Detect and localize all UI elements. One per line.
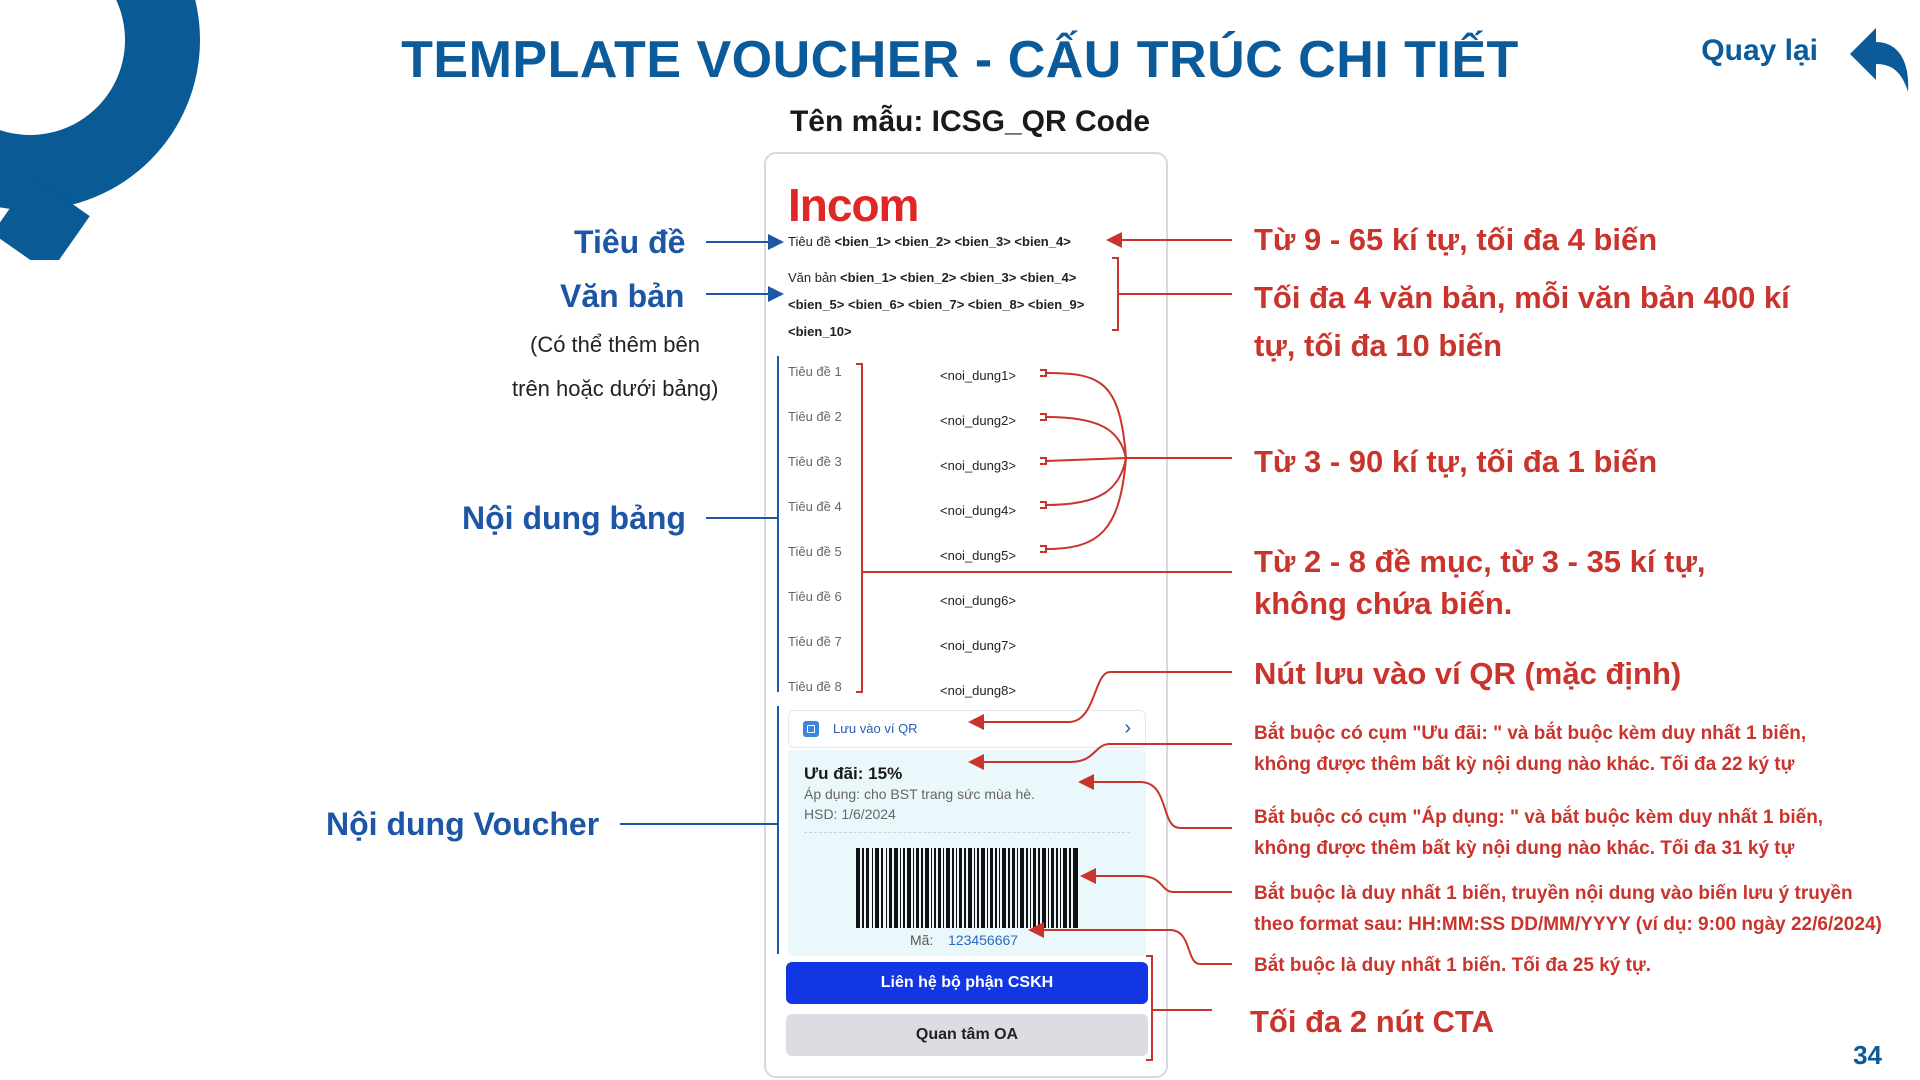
table-row-label: Tiêu đề 1 (788, 364, 842, 379)
message-title-vars: <bien_1> <bien_2> <bien_3> <bien_4> (834, 234, 1071, 249)
label-table: Nội dung bảng (462, 500, 686, 536)
message-text: Văn bản <bien_1> <bien_2> <bien_3> <bien… (788, 264, 1108, 345)
phone-mockup: Incom Tiêu đề <bien_1> <bien_2> <bien_3>… (764, 152, 1168, 1078)
label-text-note-2: trên hoặc dưới bảng) (512, 376, 719, 401)
voucher-card: Ưu đãi: 15% Áp dụng: cho BST trang sức m… (788, 750, 1146, 956)
note-qr-rule: Nút lưu vào ví QR (mặc định) (1254, 656, 1682, 691)
brand-logo: Incom (788, 179, 919, 231)
note-apply-rule-1: Bắt buộc có cụm "Áp dụng: " và bắt buộc … (1254, 807, 1824, 828)
note-value-rule: Từ 3 - 90 kí tự, tối đa 1 biến (1254, 444, 1658, 479)
table-row-label: Tiêu đề 3 (788, 454, 842, 469)
note-offer-rule-2: không được thêm bất kỳ nội dung nào khác… (1254, 754, 1795, 775)
table-row-value: <noi_dung1> (940, 368, 1016, 383)
message-title-prefix: Tiêu đề (788, 234, 835, 249)
note-apply-rule-2: không được thêm bất kỳ nội dung nào khác… (1254, 838, 1795, 859)
table-row-value: <noi_dung6> (940, 593, 1016, 608)
voucher-code-label: Mã: (910, 932, 934, 948)
note-row-rule-1: Từ 2 - 8 đề mục, từ 3 - 35 kí tự, (1254, 544, 1706, 579)
table-row-value: <noi_dung2> (940, 413, 1016, 428)
message-text-vars-2: <bien_5> <bien_6> <bien_7> <bien_8> <bie… (788, 297, 1085, 312)
barcode (856, 848, 1078, 928)
note-barcode-rule-1: Bắt buộc là duy nhất 1 biến, truyền nội … (1254, 883, 1853, 904)
chevron-right-icon: › (1124, 717, 1131, 739)
message-text-prefix: Văn bản (788, 270, 841, 285)
table-row-label: Tiêu đề 8 (788, 679, 842, 694)
message-text-vars-3: <bien_10> (788, 324, 852, 339)
label-voucher: Nội dung Voucher (326, 806, 600, 842)
page-number: 34 (1853, 1040, 1882, 1070)
label-title: Tiêu đề (574, 224, 686, 260)
voucher-offer: Ưu đãi: 15% (804, 764, 903, 783)
save-qr-wallet-label: Lưu vào ví QR (833, 721, 918, 736)
note-row-rule-2: không chứa biến. (1254, 586, 1513, 621)
wallet-icon (803, 721, 819, 737)
note-code-rule: Bắt buộc là duy nhất 1 biến. Tối đa 25 k… (1254, 955, 1651, 976)
note-cta-rule: Tối đa 2 nút CTA (1250, 1004, 1494, 1039)
note-text-rule-1: Tối đa 4 văn bản, mỗi văn bản 400 kí (1254, 280, 1790, 315)
template-name: Tên mẫu: ICSG_QR Code (789, 105, 1151, 138)
message-text-vars-1: <bien_1> <bien_2> <bien_3> <bien_4> (840, 270, 1077, 285)
table-row-value: <noi_dung7> (940, 638, 1016, 653)
note-title-rule: Từ 9 - 65 kí tự, tối đa 4 biến (1254, 222, 1658, 257)
message-title: Tiêu đề <bien_1> <bien_2> <bien_3> <bien… (788, 234, 1071, 249)
label-text: Văn bản (560, 278, 685, 314)
back-link[interactable]: Quay lại (1701, 34, 1818, 67)
note-text-rule-2: tự, tối đa 10 biến (1254, 328, 1503, 363)
note-offer-rule-1: Bắt buộc có cụm "Ưu đãi: " và bắt buộc k… (1254, 723, 1807, 744)
gear-icon (0, 0, 200, 260)
contact-support-button[interactable]: Liên hệ bộ phận CSKH (786, 962, 1148, 1004)
table-row-label: Tiêu đề 6 (788, 589, 842, 604)
note-barcode-rule-2: theo format sau: HH:MM:SS DD/MM/YYYY (ví… (1254, 914, 1882, 935)
table-row-value: <noi_dung8> (940, 683, 1016, 698)
table-row-label: Tiêu đề 5 (788, 544, 842, 559)
page-title: TEMPLATE VOUCHER - CẤU TRÚC CHI TIẾT (401, 31, 1519, 89)
back-arrow-icon[interactable] (1842, 20, 1914, 98)
table-row-label: Tiêu đề 2 (788, 409, 842, 424)
voucher-apply: Áp dụng: cho BST trang sức mùa hè. (804, 786, 1035, 802)
table-row-label: Tiêu đề 4 (788, 499, 842, 514)
table-row-value: <noi_dung5> (940, 548, 1016, 563)
table-row-value: <noi_dung4> (940, 503, 1016, 518)
table-row-label: Tiêu đề 7 (788, 634, 842, 649)
voucher-code-value: 123456667 (948, 932, 1019, 948)
save-qr-wallet-button[interactable]: Lưu vào ví QR › (788, 710, 1146, 748)
label-text-note-1: (Có thể thêm bên (530, 332, 700, 357)
follow-oa-button[interactable]: Quan tâm OA (786, 1014, 1148, 1056)
voucher-divider (804, 832, 1130, 833)
table-row-value: <noi_dung3> (940, 458, 1016, 473)
voucher-expiry: HSD: 1/6/2024 (804, 806, 896, 822)
